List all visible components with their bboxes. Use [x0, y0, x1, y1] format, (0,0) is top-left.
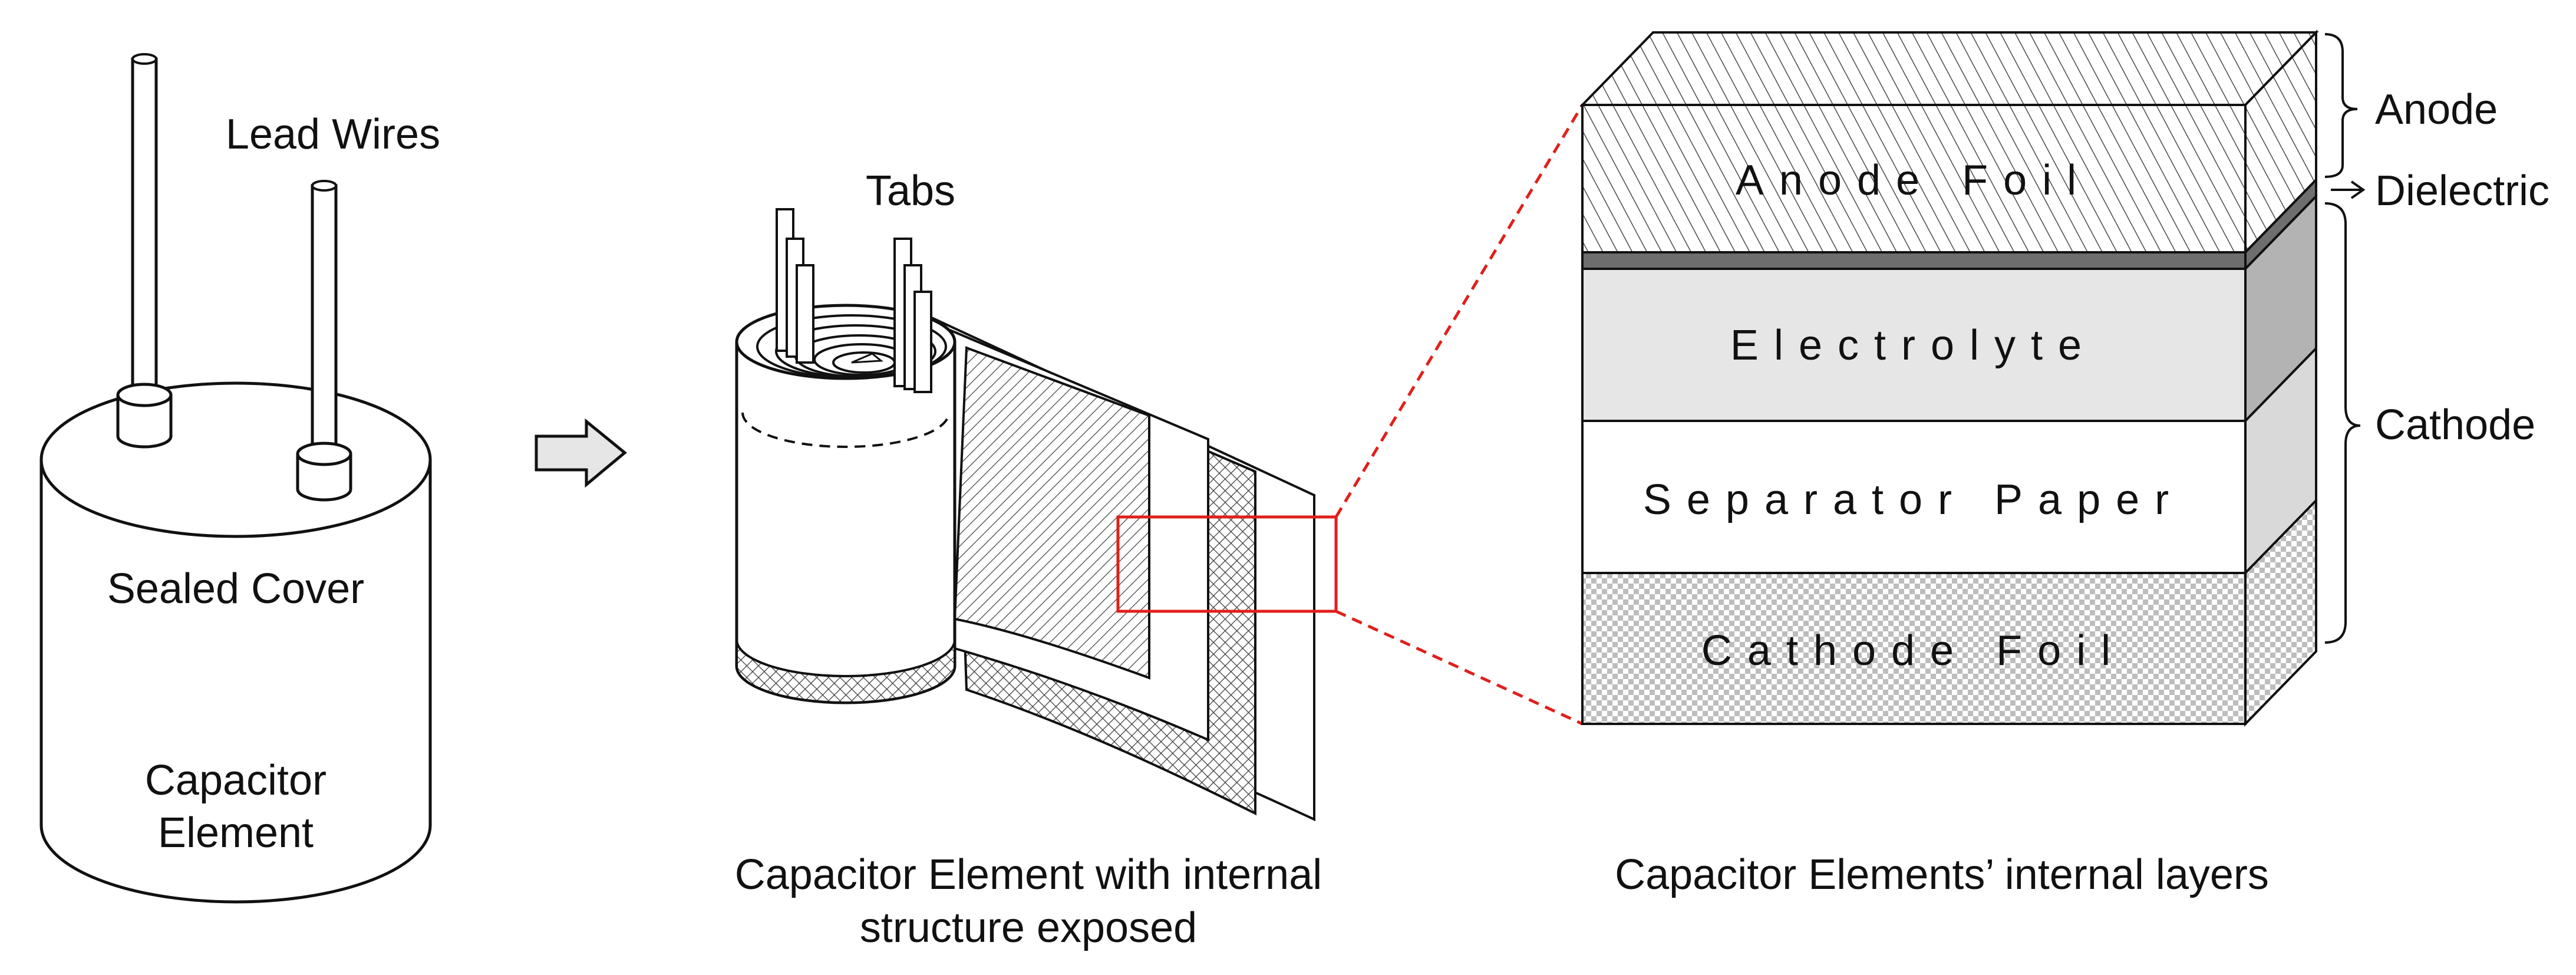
sealed-cover-label: Sealed Cover	[107, 565, 364, 612]
cathode-foil-layer	[1581, 572, 2247, 725]
wound-capacitor-element	[735, 208, 1315, 822]
roll-bottom-band	[735, 639, 956, 704]
lead-wire-tall	[116, 53, 173, 449]
anode-strip	[953, 346, 1150, 680]
middle-caption-line2: structure exposed	[860, 904, 1197, 951]
block-top-face	[1579, 31, 2319, 106]
cathode-foil-label: Cathode Foil	[1701, 627, 2126, 674]
can-body	[39, 460, 432, 904]
anode-foil-label: Anode Foil	[1736, 157, 2092, 204]
dielectric-bracket-label: Dielectric	[2375, 167, 2549, 215]
sealed-cover-shape	[39, 381, 432, 538]
dielectric-arrow	[2331, 180, 2366, 199]
layer-block	[1579, 29, 2319, 727]
electrolyte-layer	[1581, 268, 2247, 422]
anode-foil-layer	[1581, 104, 2247, 253]
zoom-line-bottom	[1335, 610, 1584, 726]
cathode-bracket-label: Cathode	[2375, 401, 2535, 449]
separator-paper-label: Separator Paper	[1643, 476, 2184, 523]
capacitor-can	[39, 53, 432, 904]
middle-caption-line1: Capacitor Element with internal	[735, 851, 1322, 898]
capacitor-element-label-line2: Element	[158, 809, 314, 857]
cathode-brace	[2324, 202, 2361, 644]
anode-brace	[2324, 33, 2358, 178]
right-arrow-icon	[535, 418, 627, 488]
lead-wires-label: Lead Wires	[226, 111, 440, 158]
lead-wire-short	[296, 180, 352, 502]
roll-dashed-line	[741, 412, 950, 448]
zoom-box	[1116, 515, 1338, 613]
separator-paper-layer	[1581, 420, 2247, 574]
roll-body	[735, 342, 956, 704]
tabs-label: Tabs	[866, 167, 955, 215]
right-caption: Capacitor Elements’ internal layers	[1615, 851, 2269, 898]
dielectric-layer	[1581, 251, 2247, 270]
electrolyte-label: Electrolyte	[1730, 322, 2097, 369]
anode-bracket-label: Anode	[2375, 86, 2498, 133]
tabs	[776, 208, 932, 393]
capacitor-element-label-line1: Capacitor	[145, 757, 326, 804]
zoom-line-top	[1334, 104, 1584, 518]
